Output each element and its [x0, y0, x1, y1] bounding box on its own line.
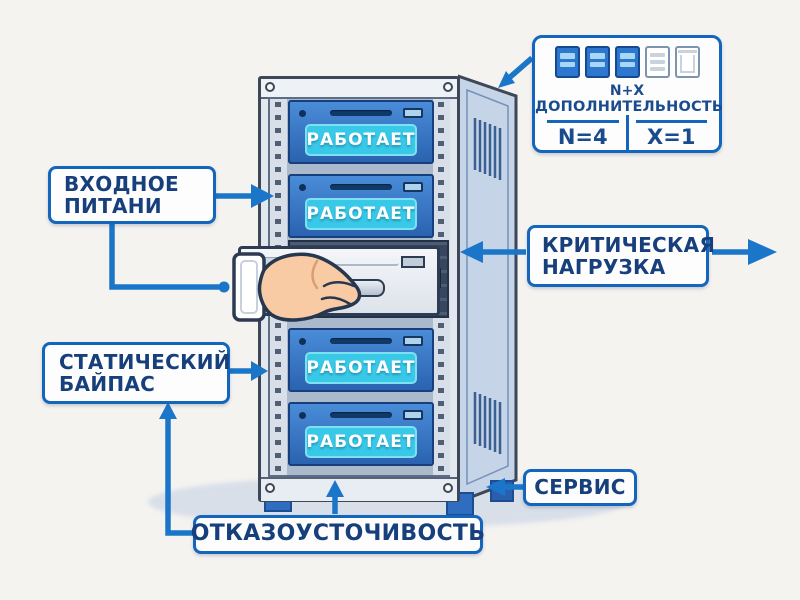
dot-input-endpoint — [218, 281, 230, 293]
active-module-icon — [554, 46, 580, 78]
rack-bottom-bar — [261, 477, 457, 501]
module-vent-slot — [329, 184, 393, 190]
module-status-text: РАБОТАЕТ — [306, 432, 416, 452]
module-status-text: РАБОТАЕТ — [306, 204, 416, 224]
line-panel-to-rack — [507, 55, 534, 81]
module-vent-slot — [329, 412, 393, 418]
ups-module-2: РАБОТАЕТ — [288, 174, 434, 238]
module-indicator — [403, 182, 423, 192]
label-critical-load: КРИТИЧЕСКАЯ НАГРУЗКА — [527, 225, 716, 287]
module-led — [299, 338, 306, 345]
pulled-module-indicator — [401, 256, 425, 268]
label-critical-load-line2: НАГРУЗКА — [542, 255, 666, 279]
active-module-icon — [614, 46, 640, 78]
redundancy-values: N=4 X=1 — [547, 115, 707, 151]
module-indicator — [403, 410, 423, 420]
arrowhead-load-in — [460, 241, 483, 263]
redundancy-panel: N+X ДОПОЛНИТЕЛЬНОСТЬ N=4 X=1 — [532, 35, 724, 153]
label-service-text: СЕРВИС — [534, 475, 626, 500]
module-status-screen: РАБОТАЕТ — [305, 352, 417, 384]
module-status-screen: РАБОТАЕТ — [305, 426, 417, 458]
module-led — [299, 184, 306, 191]
redundancy-n-value: N=4 — [547, 120, 619, 151]
module-indicator — [403, 108, 423, 118]
spare-empty-module-icon — [674, 46, 700, 78]
module-handle — [313, 279, 385, 297]
line-input-power-to-module — [109, 224, 219, 290]
module-vent-slot — [329, 338, 393, 344]
redundancy-module-icons — [535, 46, 719, 78]
redundancy-divider — [625, 115, 629, 151]
side-vent-slats-bottom — [473, 392, 502, 454]
module-status-screen: РАБОТАЕТ — [305, 124, 417, 156]
ups-module-5: РАБОТАЕТ — [288, 402, 434, 466]
rack-top-bar — [261, 79, 457, 99]
label-static-bypass-line2: БАЙПАС — [59, 372, 156, 396]
module-status-text: РАБОТАЕТ — [306, 130, 416, 150]
redundancy-title: ДОПОЛНИТЕЛЬНОСТЬ — [535, 99, 724, 115]
screw-bottom-right — [443, 483, 453, 493]
arrowhead-panel — [498, 71, 515, 88]
label-static-bypass-line1: СТАТИЧЕСКИЙ — [59, 349, 231, 374]
label-fault-tolerance: ОТКАЗОУСТОЧИВОСТЬ — [190, 515, 486, 554]
label-input-power-line2: ПИТАНИ — [64, 194, 162, 218]
label-input-power-line1: ВХОДНОЕ — [64, 171, 179, 196]
arrowhead-load-out — [748, 239, 777, 265]
screw-top-right — [443, 82, 453, 92]
redundancy-formula: N+X — [609, 83, 645, 99]
label-service: СЕРВИС — [523, 469, 637, 506]
side-vent-slats-top — [473, 118, 502, 180]
module-indicator — [403, 336, 423, 346]
pulled-module-vent — [253, 257, 281, 268]
module-status-screen: РАБОТАЕТ — [305, 198, 417, 230]
module-led — [299, 412, 306, 419]
redundancy-x-value: X=1 — [635, 120, 707, 151]
active-module-icon — [584, 46, 610, 78]
label-fault-tolerance-text: ОТКАЗОУСТОЧИВОСТЬ — [190, 521, 486, 547]
ups-module-1: РАБОТАЕТ — [288, 100, 434, 164]
ups-module-4: РАБОТАЕТ — [288, 328, 434, 392]
arrowhead-fault-to-bypass — [159, 402, 177, 419]
module-vent-slot — [329, 110, 393, 116]
label-static-bypass: СТАТИЧЕСКИЙ БАЙПАС — [42, 342, 231, 404]
module-led — [299, 110, 306, 117]
pulled-module-slot — [287, 258, 399, 266]
rack-foot-back — [490, 480, 514, 502]
rack-side-panel — [458, 74, 518, 504]
module-status-text: РАБОТАЕТ — [306, 358, 416, 378]
screw-bottom-left — [265, 483, 275, 493]
screw-top-left — [265, 82, 275, 92]
label-critical-load-line1: КРИТИЧЕСКАЯ — [542, 232, 716, 257]
spare-module-icon — [644, 46, 670, 78]
hot-swap-module — [238, 246, 440, 316]
label-input-power: ВХОДНОЕ ПИТАНИ — [48, 166, 216, 224]
